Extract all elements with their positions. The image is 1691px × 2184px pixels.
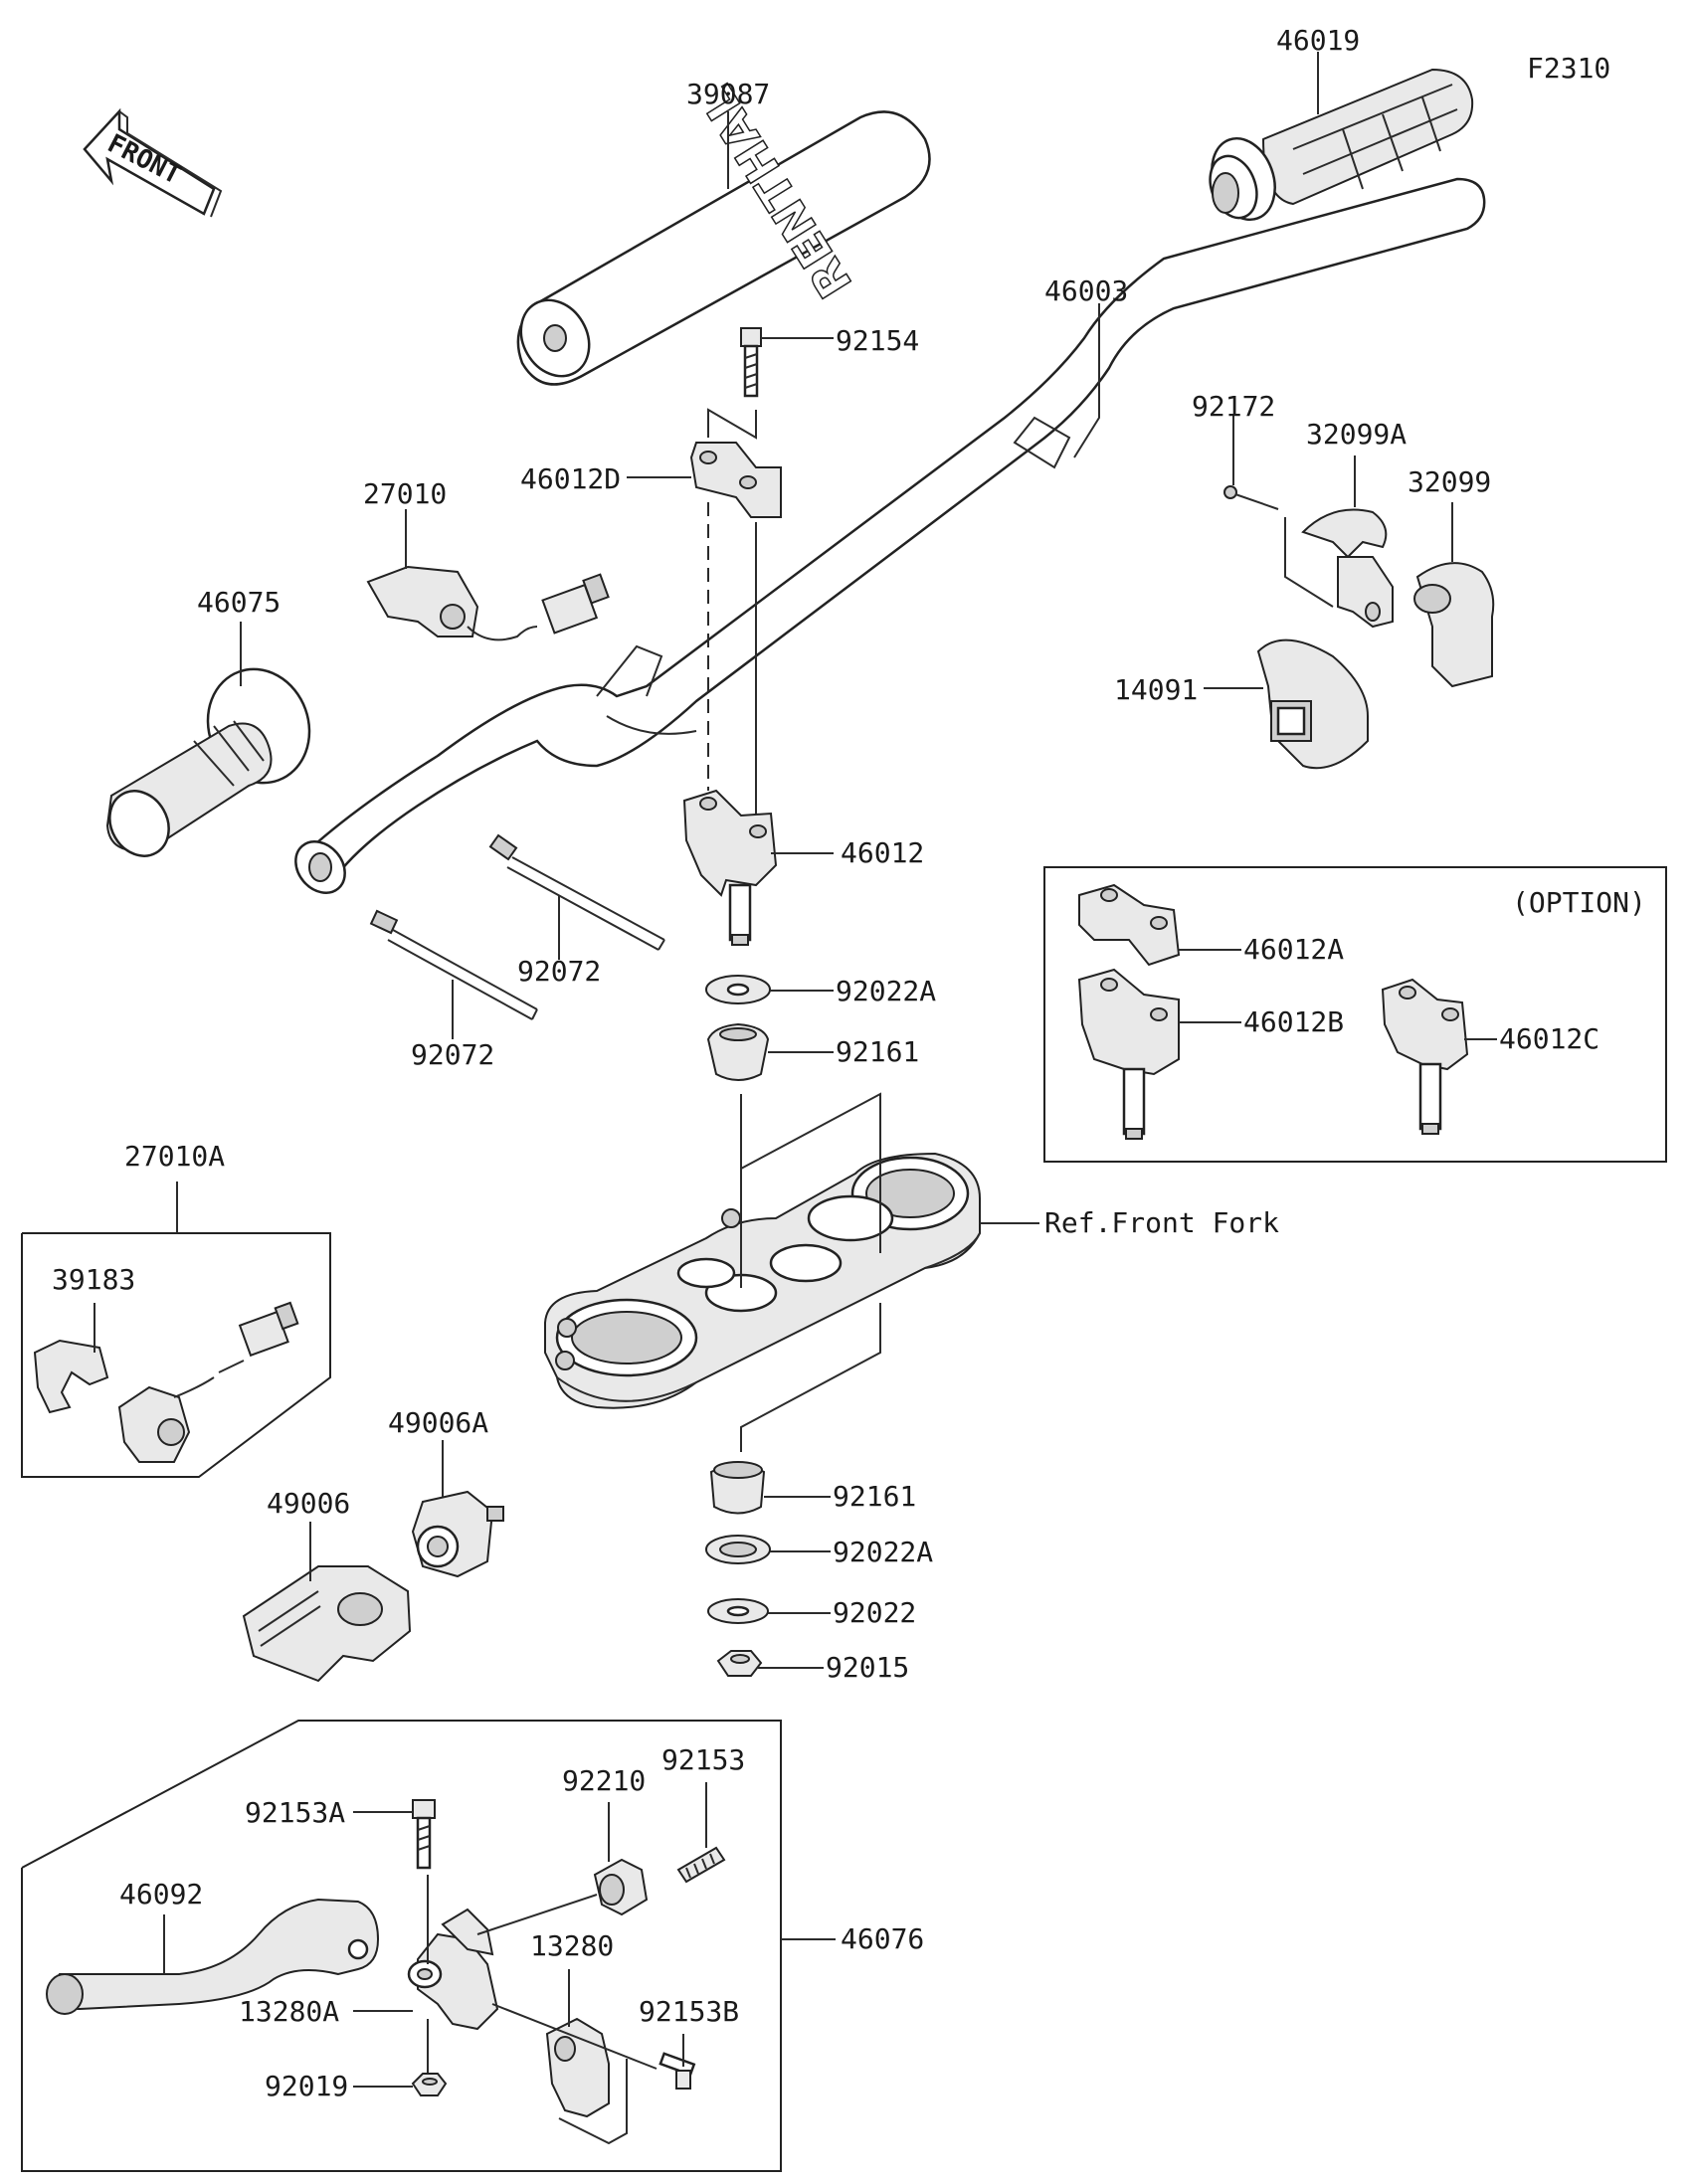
cable-tie-upper: [488, 833, 665, 951]
option-label: (OPTION): [1512, 886, 1646, 919]
label-92022A-lower: 92022A: [833, 1536, 934, 1568]
label-46019: 46019: [1276, 24, 1361, 57]
label-14091: 14091: [1114, 673, 1199, 706]
riser-46012: [682, 789, 778, 946]
switch-27010A: [117, 1301, 299, 1463]
throttle-grip: [1209, 68, 1474, 222]
label-46075: 46075: [197, 586, 282, 619]
bolt-92154: [740, 327, 762, 398]
label-32099A: 32099A: [1306, 418, 1408, 451]
kill-switch-27010: [366, 565, 610, 641]
label-92015: 92015: [826, 1651, 910, 1684]
throttle-housing-14091: [1256, 638, 1369, 770]
riser-46012C: [1381, 978, 1469, 1135]
label-92154: 92154: [836, 324, 920, 357]
perch-13280A: [407, 1908, 499, 2031]
front-arrow-icon: FRONT: [83, 107, 223, 218]
clamp-13280: [545, 2017, 610, 2118]
label-ref-front-fork: Ref.Front Fork: [1044, 1206, 1280, 1239]
label-92161-upper: 92161: [836, 1035, 920, 1068]
washer-92022A-upper: [705, 975, 771, 1004]
clamp-top-46012D: [689, 442, 782, 518]
figure-code: F2310: [1527, 52, 1611, 85]
label-46003: 46003: [1044, 274, 1129, 307]
label-46012B: 46012B: [1243, 1005, 1345, 1038]
cover-49006: [242, 1565, 412, 1683]
front-arrow-label: FRONT: [102, 128, 185, 190]
clamp-32099A: [1301, 508, 1394, 629]
switch-kit-box: [21, 1232, 331, 1478]
label-92161-lower: 92161: [833, 1480, 917, 1513]
label-46012D: 46012D: [520, 462, 622, 495]
label-92172: 92172: [1192, 390, 1276, 423]
label-39183: 39183: [52, 1263, 136, 1296]
bushing-92161-upper: [706, 1022, 770, 1081]
label-46012A: 46012A: [1243, 933, 1345, 966]
label-92153B: 92153B: [639, 1995, 740, 2028]
label-92210: 92210: [562, 1764, 647, 1797]
label-27010: 27010: [363, 477, 448, 510]
adjuster-49006A: [411, 1490, 504, 1578]
label-92019: 92019: [265, 2070, 349, 2102]
nut-92019: [411, 2073, 448, 2096]
left-grip-46075: [105, 667, 311, 857]
washer-92022A-lower: [705, 1535, 771, 1564]
triple-clamp: [544, 1152, 981, 1409]
clamp-46012A: [1078, 883, 1181, 967]
bolt-92153B: [658, 2052, 696, 2090]
bushing-92161-lower: [709, 1461, 766, 1515]
label-39087: 39087: [686, 78, 771, 110]
washer-92022: [707, 1598, 769, 1624]
clamp-39183: [33, 1339, 109, 1414]
handlebar: [294, 177, 1486, 894]
label-13280: 13280: [530, 1929, 615, 1962]
label-32099: 32099: [1408, 465, 1492, 498]
adjuster-92210: [593, 1858, 649, 1916]
label-27010A: 27010A: [124, 1140, 226, 1173]
label-92072-lower: 92072: [411, 1038, 495, 1071]
screw-92153: [676, 1846, 726, 1884]
label-92153: 92153: [661, 1743, 746, 1776]
screw-92172: [1223, 485, 1279, 510]
label-92153A: 92153A: [245, 1796, 346, 1829]
riser-46012B: [1077, 968, 1180, 1140]
label-92072-upper: 92072: [517, 955, 602, 988]
label-46092: 46092: [119, 1878, 204, 1911]
option-box: [1043, 866, 1667, 1163]
label-46076: 46076: [841, 1922, 925, 1955]
cable-tie-lower: [369, 909, 538, 1020]
lever-46092: [46, 1898, 380, 2015]
nut-92015: [716, 1650, 763, 1677]
lever-assembly-box: [21, 1720, 782, 2172]
label-46012: 46012: [841, 836, 925, 869]
label-49006: 49006: [267, 1487, 351, 1520]
clamp-32099: [1413, 562, 1495, 688]
label-13280A: 13280A: [239, 1995, 340, 2028]
label-46012C: 46012C: [1499, 1022, 1600, 1055]
label-49006A: 49006A: [388, 1406, 489, 1439]
label-92022A-upper: 92022A: [836, 975, 937, 1007]
label-92022: 92022: [833, 1596, 917, 1629]
bolt-92153A: [412, 1799, 436, 1870]
